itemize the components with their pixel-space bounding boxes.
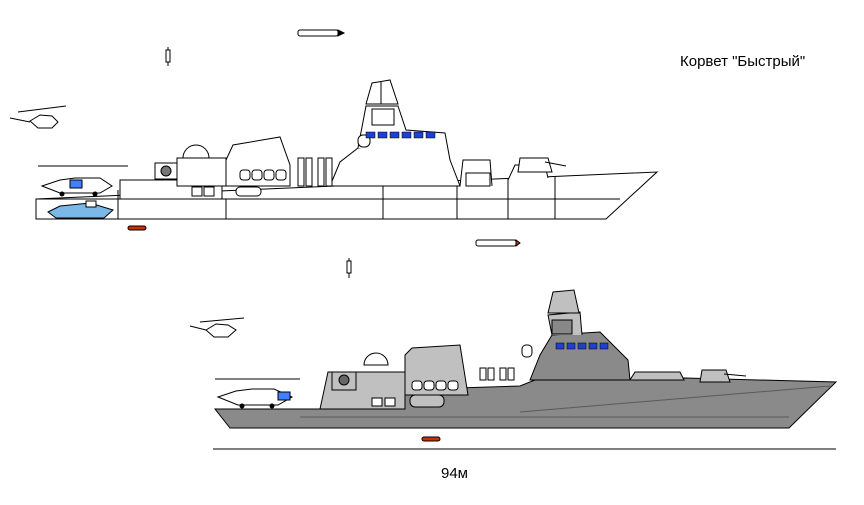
top-ciws-mount [154,162,178,180]
drone-icon [9,105,67,129]
top-bridge-windows [365,131,436,139]
bottom-drone-icon [189,317,245,338]
top-boat-icon [47,200,114,219]
top-missile-icon [165,29,521,278]
bottom-bridge-windows [555,342,609,350]
bottom-helicopter-icon [215,378,300,409]
scale-label: 94м [441,465,468,482]
torpedo-icon [127,225,441,442]
ship-title: Корвет "Быстрый" [680,53,806,70]
top-ship-outline [35,79,659,220]
bottom-ship-profile [213,289,838,429]
top-helicopter-icon [38,165,128,197]
